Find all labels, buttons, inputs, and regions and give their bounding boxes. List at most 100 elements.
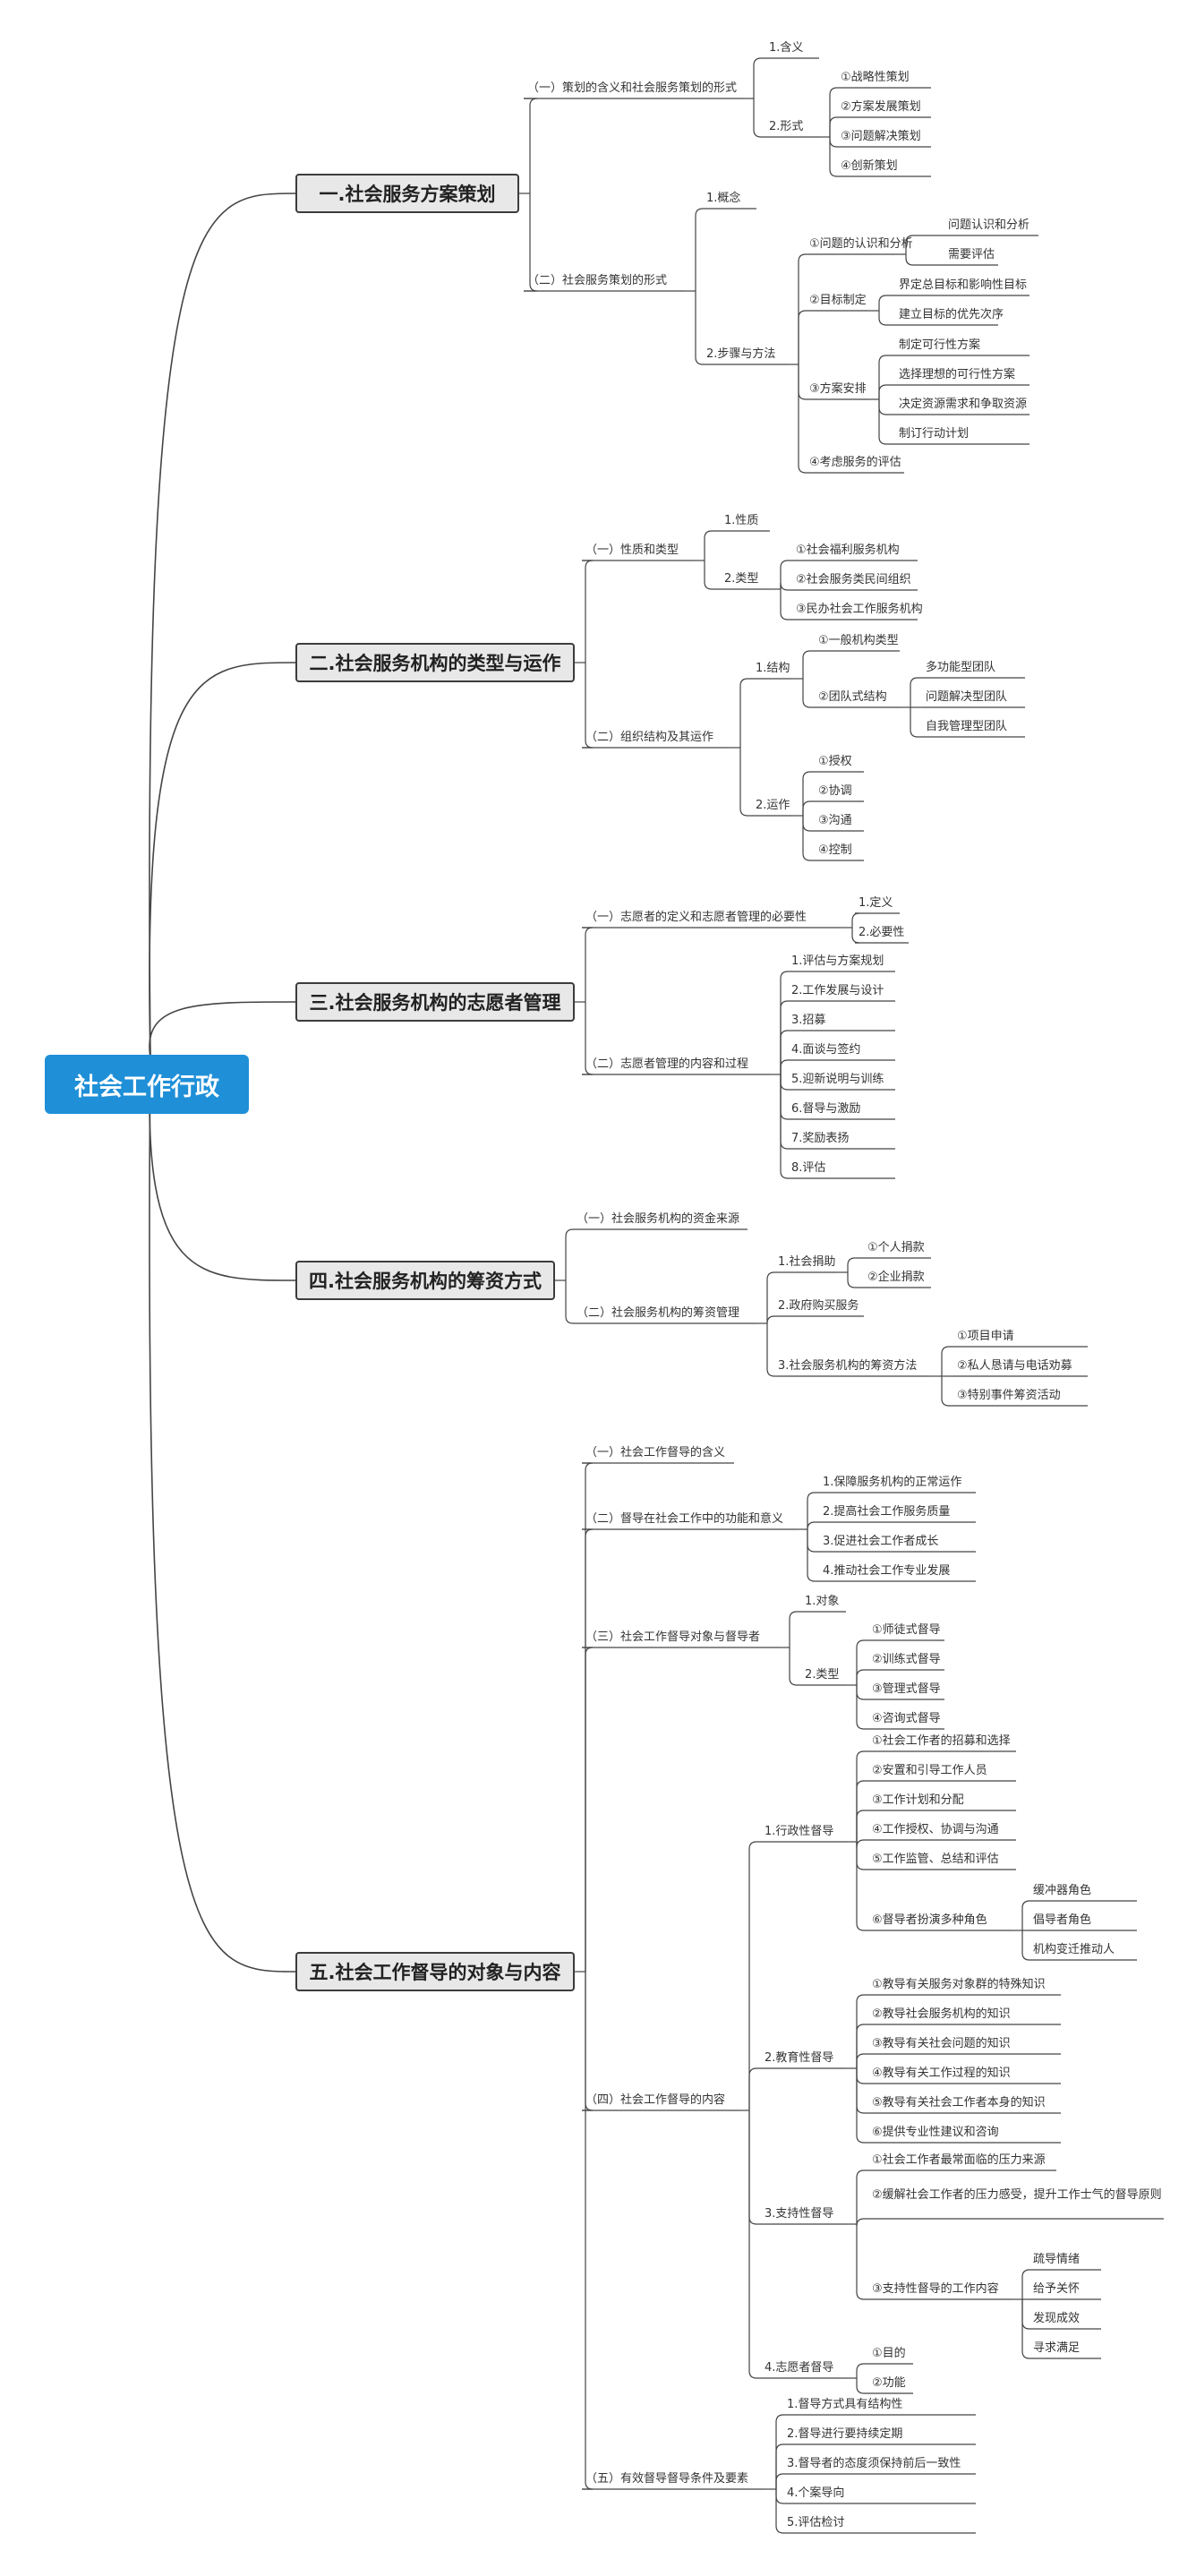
item[interactable]: ②缓解社会工作者的压力感受，提升工作士气的督导原则 bbox=[872, 2188, 1162, 2202]
item[interactable]: 2.政府购买服务 bbox=[778, 1299, 859, 1313]
item[interactable]: 2.类型 bbox=[724, 572, 759, 586]
item[interactable]: 2.提高社会工作服务质量 bbox=[823, 1505, 951, 1519]
item[interactable]: ①师徒式督导 bbox=[872, 1623, 941, 1637]
item[interactable]: 1.对象 bbox=[805, 1595, 840, 1608]
subtopic-b5-3[interactable]: （三）社会工作督导对象与督导者 bbox=[585, 1630, 761, 1644]
subtopic-b5-2[interactable]: （二）督导在社会工作中的功能和意义 bbox=[585, 1512, 784, 1526]
item[interactable]: ④工作授权、协调与沟通 bbox=[872, 1823, 999, 1836]
branch-topic-b4[interactable]: 四.社会服务机构的筹资方式 bbox=[295, 1261, 555, 1300]
item[interactable]: ⑥督导者扮演多种角色 bbox=[872, 1913, 987, 1927]
item[interactable]: 1.含义 bbox=[769, 41, 804, 55]
item[interactable]: 1.概念 bbox=[706, 192, 741, 205]
subtopic-b5-5[interactable]: （五）有效督导督导条件及要素 bbox=[585, 2472, 749, 2486]
item[interactable]: 2.形式 bbox=[769, 120, 804, 133]
item[interactable]: ②教导社会服务机构的知识 bbox=[872, 2007, 1011, 2021]
item[interactable]: 寻求满足 bbox=[1033, 2341, 1081, 2355]
item[interactable]: 2.工作发展与设计 bbox=[791, 984, 884, 997]
item[interactable]: 1.社会捐助 bbox=[778, 1255, 836, 1269]
subtopic-b2-2[interactable]: （二）组织结构及其运作 bbox=[585, 731, 714, 744]
subtopic-b5-4[interactable]: （四）社会工作督导的内容 bbox=[585, 2093, 726, 2107]
item[interactable]: ⑤教导有关社会工作者本身的知识 bbox=[872, 2096, 1046, 2110]
item[interactable]: 选择理想的可行性方案 bbox=[899, 368, 1016, 381]
subtopic-b3-1[interactable]: （一）志愿者的定义和志愿者管理的必要性 bbox=[585, 911, 807, 924]
item[interactable]: 问题认识和分析 bbox=[948, 218, 1030, 232]
item[interactable]: ②目标制定 bbox=[809, 294, 867, 307]
item[interactable]: ①个人捐款 bbox=[867, 1241, 925, 1254]
item[interactable]: 自我管理型团队 bbox=[926, 720, 1008, 733]
item[interactable]: ③特别事件筹资活动 bbox=[957, 1389, 1061, 1402]
item[interactable]: 1.行政性督导 bbox=[765, 1825, 834, 1838]
subtopic-b1-1[interactable]: （一）策划的含义和社会服务策划的形式 bbox=[527, 81, 738, 95]
item[interactable]: 3.社会服务机构的筹资方法 bbox=[778, 1359, 918, 1373]
item[interactable]: ②私人恳请与电话劝募 bbox=[957, 1359, 1072, 1373]
item[interactable]: 问题解决型团队 bbox=[926, 690, 1008, 704]
item[interactable]: 3.支持性督导 bbox=[765, 2207, 834, 2221]
item[interactable]: ④创新策划 bbox=[841, 159, 898, 173]
item[interactable]: ⑤工作监管、总结和评估 bbox=[872, 1853, 999, 1866]
item[interactable]: ②团队式结构 bbox=[818, 690, 887, 704]
item[interactable]: 疏导情绪 bbox=[1033, 2253, 1081, 2266]
branch-topic-b1[interactable]: 一.社会服务方案策划 bbox=[295, 174, 519, 213]
item[interactable]: 制订行动计划 bbox=[899, 427, 970, 441]
branch-topic-b3[interactable]: 三.社会服务机构的志愿者管理 bbox=[295, 982, 575, 1022]
item[interactable]: 3.促进社会工作者成长 bbox=[823, 1535, 939, 1548]
subtopic-b1-2[interactable]: （二）社会服务策划的形式 bbox=[527, 274, 668, 287]
item[interactable]: 建立目标的优先次序 bbox=[899, 308, 1004, 321]
item[interactable]: ①问题的认识和分析 bbox=[809, 237, 913, 251]
item[interactable]: 发现成效 bbox=[1033, 2312, 1081, 2325]
item[interactable]: 3.招募 bbox=[791, 1014, 826, 1027]
item[interactable]: 4.个案导向 bbox=[787, 2486, 845, 2500]
item[interactable]: ②企业捐款 bbox=[867, 1271, 925, 1284]
subtopic-b4-1[interactable]: （一）社会服务机构的资金来源 bbox=[577, 1212, 740, 1226]
item[interactable]: ①社会工作者最常面临的压力来源 bbox=[872, 2153, 1046, 2167]
item[interactable]: ②训练式督导 bbox=[872, 1653, 941, 1666]
item[interactable]: 5.迎新说明与训练 bbox=[791, 1073, 884, 1086]
item[interactable]: ①教导有关服务对象群的特殊知识 bbox=[872, 1978, 1046, 1991]
item[interactable]: ③管理式督导 bbox=[872, 1682, 941, 1696]
item[interactable]: ④控制 bbox=[818, 843, 852, 857]
item[interactable]: ③教导有关社会问题的知识 bbox=[872, 2037, 1011, 2050]
item[interactable]: 4.志愿者督导 bbox=[765, 2361, 834, 2375]
item[interactable]: ③方案安排 bbox=[809, 382, 867, 396]
branch-topic-b2[interactable]: 二.社会服务机构的类型与运作 bbox=[295, 643, 575, 682]
item[interactable]: ②安置和引导工作人员 bbox=[872, 1764, 987, 1777]
item[interactable]: ①目的 bbox=[872, 2347, 906, 2360]
item[interactable]: ③问题解决策划 bbox=[841, 130, 921, 143]
item[interactable]: 5.评估检讨 bbox=[787, 2516, 845, 2529]
item[interactable]: ③民办社会工作服务机构 bbox=[796, 603, 923, 616]
item[interactable]: 界定总目标和影响性目标 bbox=[899, 278, 1028, 292]
item[interactable]: 1.定义 bbox=[859, 896, 893, 910]
item[interactable]: 4.面谈与签约 bbox=[791, 1043, 861, 1057]
item[interactable]: ②功能 bbox=[872, 2376, 906, 2390]
item[interactable]: ①授权 bbox=[818, 755, 852, 768]
subtopic-b2-1[interactable]: （一）性质和类型 bbox=[585, 543, 679, 557]
item[interactable]: ①社会工作者的招募和选择 bbox=[872, 1734, 1011, 1748]
item[interactable]: ⑥提供专业性建议和咨询 bbox=[872, 2126, 999, 2139]
item[interactable]: 2.督导进行要持续定期 bbox=[787, 2427, 903, 2441]
item[interactable]: 8.评估 bbox=[791, 1161, 826, 1175]
item[interactable]: 需要评估 bbox=[948, 248, 995, 261]
item[interactable]: ①社会福利服务机构 bbox=[796, 543, 900, 557]
item[interactable]: 制定可行性方案 bbox=[899, 338, 981, 352]
item[interactable]: 机构变迁推动人 bbox=[1033, 1943, 1115, 1956]
item[interactable]: ③支持性督导的工作内容 bbox=[872, 2282, 999, 2296]
item[interactable]: ③工作计划和分配 bbox=[872, 1793, 964, 1807]
item[interactable]: 7.奖励表扬 bbox=[791, 1132, 850, 1145]
item[interactable]: 缓冲器角色 bbox=[1033, 1884, 1092, 1897]
subtopic-b4-2[interactable]: （二）社会服务机构的筹资管理 bbox=[577, 1306, 740, 1320]
item[interactable]: ③沟通 bbox=[818, 814, 852, 827]
item[interactable]: ④教导有关工作过程的知识 bbox=[872, 2067, 1011, 2080]
item[interactable]: 3.督导者的态度须保持前后一致性 bbox=[787, 2457, 961, 2470]
item[interactable]: 给予关怀 bbox=[1033, 2282, 1081, 2296]
item[interactable]: 1.性质 bbox=[724, 514, 759, 527]
item[interactable]: ①一般机构类型 bbox=[818, 634, 899, 647]
item[interactable]: ④考虑服务的评估 bbox=[809, 456, 901, 469]
subtopic-b3-2[interactable]: （二）志愿者管理的内容和过程 bbox=[585, 1057, 749, 1071]
item[interactable]: ②社会服务类民间组织 bbox=[796, 573, 911, 586]
item[interactable]: ②方案发展策划 bbox=[841, 100, 921, 114]
item[interactable]: 2.教育性督导 bbox=[765, 2051, 834, 2065]
item[interactable]: 2.类型 bbox=[805, 1668, 840, 1682]
item[interactable]: ①项目申请 bbox=[957, 1330, 1014, 1343]
item[interactable]: 1.评估与方案规划 bbox=[791, 954, 884, 968]
item[interactable]: 多功能型团队 bbox=[926, 661, 996, 674]
